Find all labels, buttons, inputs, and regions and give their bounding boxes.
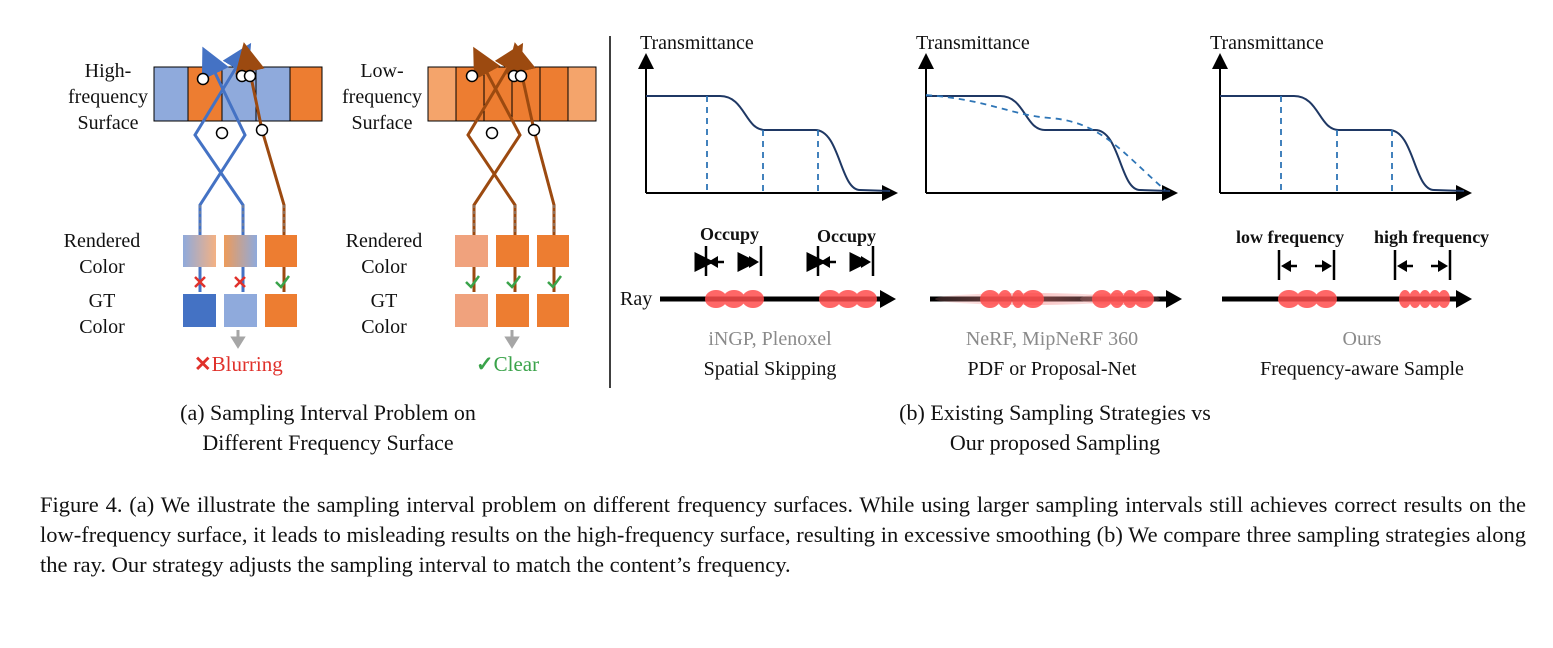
method-2-name: PDF or Proposal-Net: [967, 358, 1137, 380]
transmittance-label-2: Transmittance: [916, 32, 1030, 54]
ray-1: [660, 246, 896, 308]
transmittance-label-3: Transmittance: [1210, 32, 1324, 54]
occupy-label-2: Occupy: [817, 226, 877, 246]
method-3-name: Frequency-aware Sample: [1260, 358, 1464, 380]
low-frequency-surface-strip: [427, 66, 597, 122]
blurring-result: ✕Blurring: [194, 352, 283, 376]
check-mark: [275, 275, 291, 289]
high-gt-swatches: [183, 294, 297, 327]
method-1-name: Spatial Skipping: [703, 358, 837, 380]
clear-result: ✓Clear: [476, 352, 540, 376]
transmittance-label-1: Transmittance: [640, 32, 754, 54]
cross-marks: [194, 276, 246, 288]
low-sample-points: [465, 69, 541, 140]
method-2-examples: NeRF, MipNeRF 360: [965, 328, 1139, 350]
transmittance-plot-3: [1212, 53, 1472, 201]
high-frequency-label: high frequency: [1374, 227, 1490, 247]
method-1-examples: iNGP, Plenoxel: [708, 328, 832, 350]
figure-caption: Figure 4. (a) We illustrate the sampling…: [40, 492, 1526, 577]
cross-icon: ✕: [194, 352, 212, 376]
arrow-down-icon: [230, 330, 246, 349]
high-sample-points: [196, 69, 269, 140]
transmittance-plot-1: [638, 53, 898, 201]
high-rendered-swatches: [183, 235, 297, 267]
transmittance-plot-2: [918, 53, 1178, 201]
ray-2: [930, 290, 1182, 308]
check-icon: ✓: [476, 352, 494, 376]
ray-3: [1222, 250, 1472, 308]
low-frequency-label: low frequency: [1236, 227, 1345, 247]
ray-label: Ray: [620, 288, 653, 310]
occupy-label-1: Occupy: [700, 224, 760, 244]
method-3-examples: Ours: [1342, 328, 1382, 350]
